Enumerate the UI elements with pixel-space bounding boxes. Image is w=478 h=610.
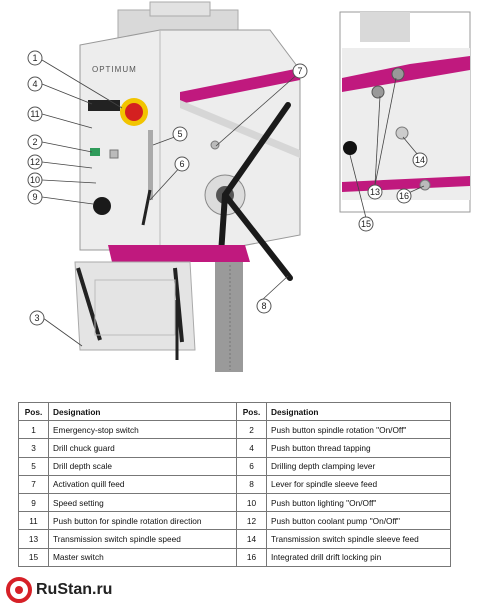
green-button[interactable] (90, 148, 100, 156)
designation-cell: Push button for spindle rotation directi… (48, 511, 237, 531)
designation-cell: Activation quill feed (48, 474, 237, 494)
callout-8: 8 (256, 298, 272, 314)
svg-text:4: 4 (32, 79, 37, 89)
pos-cell: 13 (18, 529, 49, 549)
pos-cell: 8 (236, 474, 267, 494)
header-designation: Designation (266, 401, 451, 422)
callout-3: 3 (29, 310, 45, 326)
designation-cell: Transmission switch spindle speed (48, 529, 237, 549)
watermark-text: RuStan.ru (36, 581, 113, 598)
designation-cell: Lever for spindle sleeve feed (266, 474, 451, 494)
designation-cell: Push button coolant pump "On/Off" (266, 511, 451, 531)
pos-cell: 11 (18, 511, 49, 531)
pos-cell: 5 (18, 456, 49, 476)
callout-14: 14 (412, 152, 428, 168)
callout-10: 10 (27, 172, 43, 188)
pos-cell: 7 (18, 474, 49, 494)
designation-cell: Speed setting (48, 492, 237, 513)
svg-text:6: 6 (179, 159, 184, 169)
svg-text:1: 1 (32, 53, 37, 63)
pos-cell: 10 (236, 492, 267, 513)
designation-cell: Emergency-stop switch (48, 420, 237, 440)
callout-11: 11 (27, 106, 43, 122)
svg-text:10: 10 (30, 175, 40, 185)
designation-cell: Master switch (48, 547, 237, 567)
pos-cell: 2 (236, 420, 267, 440)
pos-cell: 3 (18, 438, 49, 458)
callout-1: 1 (27, 50, 43, 66)
pos-cell: 12 (236, 511, 267, 531)
callout-12: 12 (27, 154, 43, 170)
designation-cell: Integrated drill drift locking pin (266, 547, 451, 567)
callout-13: 13 (367, 184, 383, 200)
svg-text:15: 15 (361, 219, 371, 229)
callout-16: 16 (396, 188, 412, 204)
watermark: RuStan.ru (6, 575, 112, 605)
speed-setting-knob[interactable] (93, 197, 111, 215)
svg-text:8: 8 (261, 301, 266, 311)
header-pos: Pos. (18, 401, 49, 422)
callout-4: 4 (27, 76, 43, 92)
detail-inset (339, 11, 471, 213)
callout-15: 15 (358, 216, 374, 232)
callout-7: 7 (292, 63, 308, 79)
svg-text:12: 12 (30, 157, 40, 167)
pos-cell: 6 (236, 456, 267, 476)
svg-text:16: 16 (399, 191, 409, 201)
pos-cell: 4 (236, 438, 267, 458)
table-header-row: Pos. Designation Pos. Designation (18, 401, 451, 422)
designation-cell: Push button spindle rotation "On/Off" (266, 420, 451, 440)
callout-9: 9 (27, 189, 43, 205)
rustan-logo-icon (6, 577, 32, 603)
pos-cell: 1 (18, 420, 49, 440)
svg-text:13: 13 (370, 187, 380, 197)
pos-cell: 9 (18, 492, 49, 513)
pos-cell: 14 (236, 529, 267, 549)
small-button[interactable] (109, 149, 119, 159)
svg-text:5: 5 (177, 129, 182, 139)
drill-depth-scale (148, 130, 153, 200)
svg-text:3: 3 (34, 313, 39, 323)
svg-text:7: 7 (297, 66, 302, 76)
display-strip (88, 100, 120, 111)
svg-text:14: 14 (415, 155, 425, 165)
designation-cell: Push button lighting "On/Off" (266, 492, 451, 513)
drill-press-illustration: OPTIMUM (27, 1, 471, 372)
header-designation: Designation (48, 401, 237, 422)
designation-cell: Drilling depth clamping lever (266, 456, 451, 476)
header-pos: Pos. (236, 401, 267, 422)
svg-text:2: 2 (32, 137, 37, 147)
designation-cell: Transmission switch spindle sleeve feed (266, 529, 451, 549)
designation-cell: Drill depth scale (48, 456, 237, 476)
callout-2: 2 (27, 134, 43, 150)
pos-cell: 15 (18, 547, 49, 567)
pos-cell: 16 (236, 547, 267, 567)
emergency-stop-button[interactable] (120, 98, 148, 126)
designation-cell: Drill chuck guard (48, 438, 237, 458)
callout-5: 5 (172, 126, 188, 142)
svg-text:11: 11 (30, 109, 39, 119)
callout-6: 6 (174, 156, 190, 172)
svg-text:9: 9 (32, 192, 37, 202)
machine-brand-label: OPTIMUM (92, 65, 137, 74)
designation-cell: Push button thread tapping (266, 438, 451, 458)
